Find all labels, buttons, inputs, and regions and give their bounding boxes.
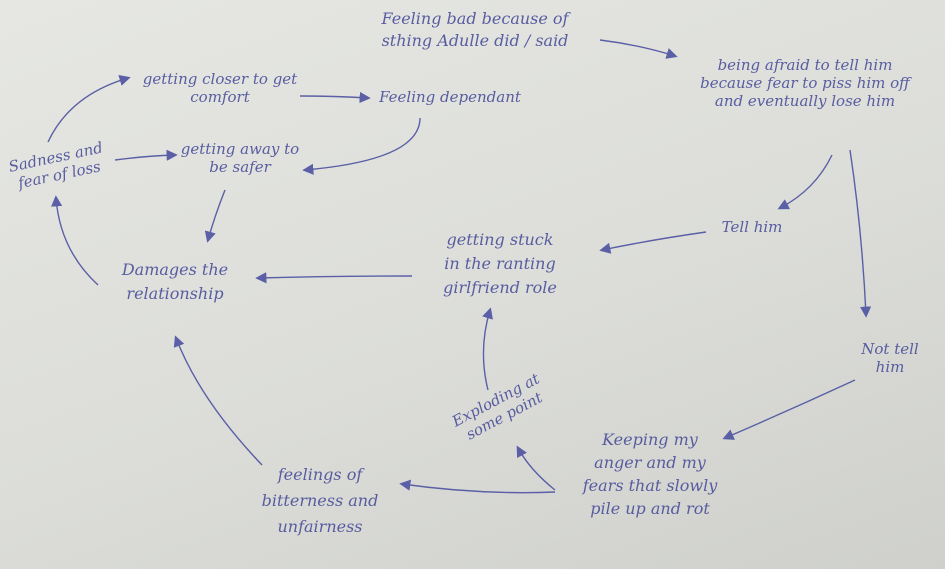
node-dependant: Feeling dependant [379, 88, 521, 106]
node-getting-away: getting away to be safer [180, 140, 300, 176]
arrow-stuck-to-damages [255, 272, 413, 284]
arrow-exploding-to-stuck [482, 307, 493, 391]
arrow-closer-to-dependant [299, 91, 371, 104]
node-damages: Damages the relationship [121, 260, 229, 303]
arrow-bitterness-to-damages [173, 335, 263, 466]
arrow-bad-to-afraid [599, 39, 678, 59]
arrow-keeping-to-exploding [516, 445, 556, 491]
arrow-dependant-to-away [302, 117, 421, 175]
arrow-afraid-to-nottell [849, 149, 872, 318]
arrow-away-to-damages [204, 189, 226, 243]
node-closer: getting closer to get comfort [142, 70, 298, 106]
arrow-nottell-to-keeping [722, 379, 856, 440]
node-bitterness: feelings of bitterness and unfairness [261, 465, 379, 536]
node-keeping: Keeping my anger and my fears that slowl… [582, 430, 718, 518]
arrow-damages-to-sadness [51, 195, 99, 286]
arrow-sadness-to-closer [47, 74, 131, 143]
node-tell-him: Tell him [721, 218, 783, 236]
node-feeling-bad: Feeling bad because of sthing Adulle did… [381, 9, 569, 50]
arrow-sadness-to-away [114, 149, 178, 161]
arrow-afraid-to-tell [777, 154, 833, 210]
arrow-tell-to-stuck [599, 231, 707, 254]
node-stuck: getting stuck in the ranting girlfriend … [443, 230, 557, 297]
node-afraid: being afraid to tell him because fear to… [700, 56, 910, 110]
node-not-tell: Not tell him [861, 340, 919, 376]
arrow-keeping-to-bitterness [399, 479, 556, 494]
